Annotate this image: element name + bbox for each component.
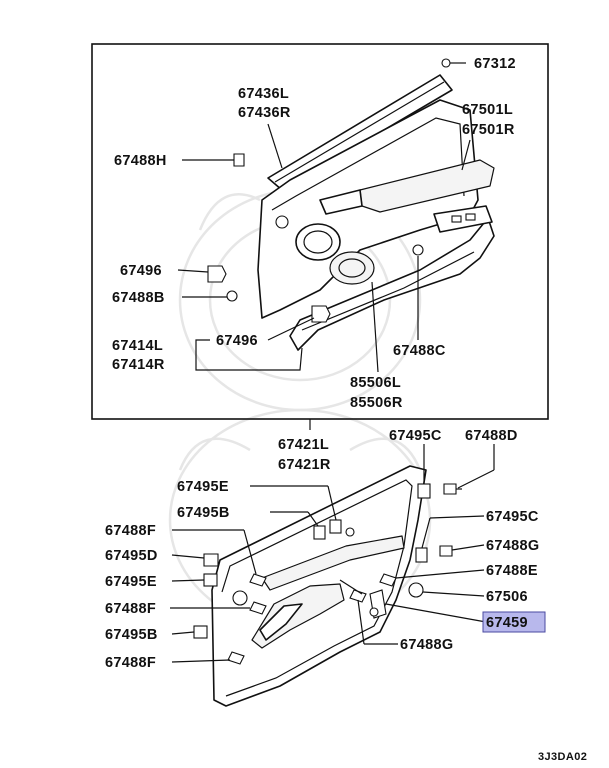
label-67488H: 67488H: [114, 153, 167, 169]
label-67459[interactable]: 67459: [486, 615, 528, 631]
screw-67488D: [443, 483, 462, 495]
screw-67488G-bottom: [349, 589, 367, 603]
clip-67496b: [311, 305, 331, 323]
label-67488E: 67488E: [486, 563, 538, 579]
label-67488C: 67488C: [393, 343, 446, 359]
label-67488G-right: 67488G: [486, 538, 539, 554]
upper-door-trim-group: [207, 58, 495, 351]
clip-67312: [441, 58, 466, 68]
lower-labels: 67421L 67421R 67495C 67488D 67495E 67495…: [105, 428, 546, 671]
label-67414R: 67414R: [112, 357, 165, 373]
clip-67495D: [203, 553, 219, 567]
label-67488G-bottom: 67488G: [400, 637, 453, 653]
label-67488F-3: 67488F: [105, 655, 156, 671]
screw-67488H: [233, 153, 245, 167]
lower-leader-lines: [170, 444, 495, 663]
screw-67488F-1: [249, 573, 267, 587]
upper-leader-lines: [177, 123, 471, 430]
label-67495C-right: 67495C: [486, 509, 539, 525]
label-67501R: 67501R: [462, 122, 515, 138]
clip-67495B-left: [193, 625, 208, 639]
label-67312: 67312: [474, 56, 516, 72]
screw-67488G-right: [439, 545, 453, 557]
label-67436R: 67436R: [238, 105, 291, 121]
label-85506R: 85506R: [350, 395, 403, 411]
label-67414L: 67414L: [112, 338, 163, 354]
clip-67495E-top: [329, 519, 342, 534]
clip-67496a: [207, 265, 227, 283]
lower-door-trim-group: [193, 465, 462, 707]
speaker-opening: [295, 223, 341, 261]
label-67488B: 67488B: [112, 290, 165, 306]
speaker-grille-85506: [329, 251, 375, 285]
label-67501L: 67501L: [462, 102, 513, 118]
label-67436L: 67436L: [238, 86, 289, 102]
label-67421R: 67421R: [278, 457, 331, 473]
label-67488D: 67488D: [465, 428, 518, 444]
screw-67488E: [379, 573, 397, 587]
label-67421L: 67421L: [278, 437, 329, 453]
label-67506: 67506: [486, 589, 528, 605]
switch-panel: [433, 205, 493, 233]
label-67495D: 67495D: [105, 548, 158, 564]
upper-trim-panel: [257, 99, 479, 319]
screw-67488F-2: [249, 601, 267, 615]
label-67495B-left: 67495B: [105, 627, 158, 643]
label-67495E-top: 67495E: [177, 479, 229, 495]
clip-67495C-right: [415, 547, 428, 563]
lower-armrest: [261, 535, 405, 591]
upper-labels: 67312 67436L 67436R 67501L 67501R 67488H…: [112, 56, 516, 411]
label-67488F-2: 67488F: [105, 601, 156, 617]
clip-67495C-top: [417, 483, 431, 499]
door-pocket-67414: [289, 217, 495, 351]
highlight-67459: [482, 611, 546, 633]
screw-67488B: [226, 290, 238, 302]
plug-67506: [408, 582, 424, 598]
label-67496-a: 67496: [120, 263, 162, 279]
screw-67488F-3: [227, 651, 245, 665]
label-67495B-top: 67495B: [177, 505, 230, 521]
upper-assembly-frame: [91, 43, 549, 420]
label-67495E-left: 67495E: [105, 574, 157, 590]
label-67496-b: 67496: [216, 333, 258, 349]
label-85506L: 85506L: [350, 375, 401, 391]
handle-67459: [369, 589, 387, 619]
clip-67495B-top: [313, 525, 326, 540]
document-code: 3J3DA02: [538, 751, 587, 763]
label-67495C-top: 67495C: [389, 428, 442, 444]
clip-67495E-left: [203, 573, 218, 587]
weatherstrip-67436: [267, 74, 453, 191]
screw-67488C: [412, 244, 424, 256]
label-67488F-1: 67488F: [105, 523, 156, 539]
